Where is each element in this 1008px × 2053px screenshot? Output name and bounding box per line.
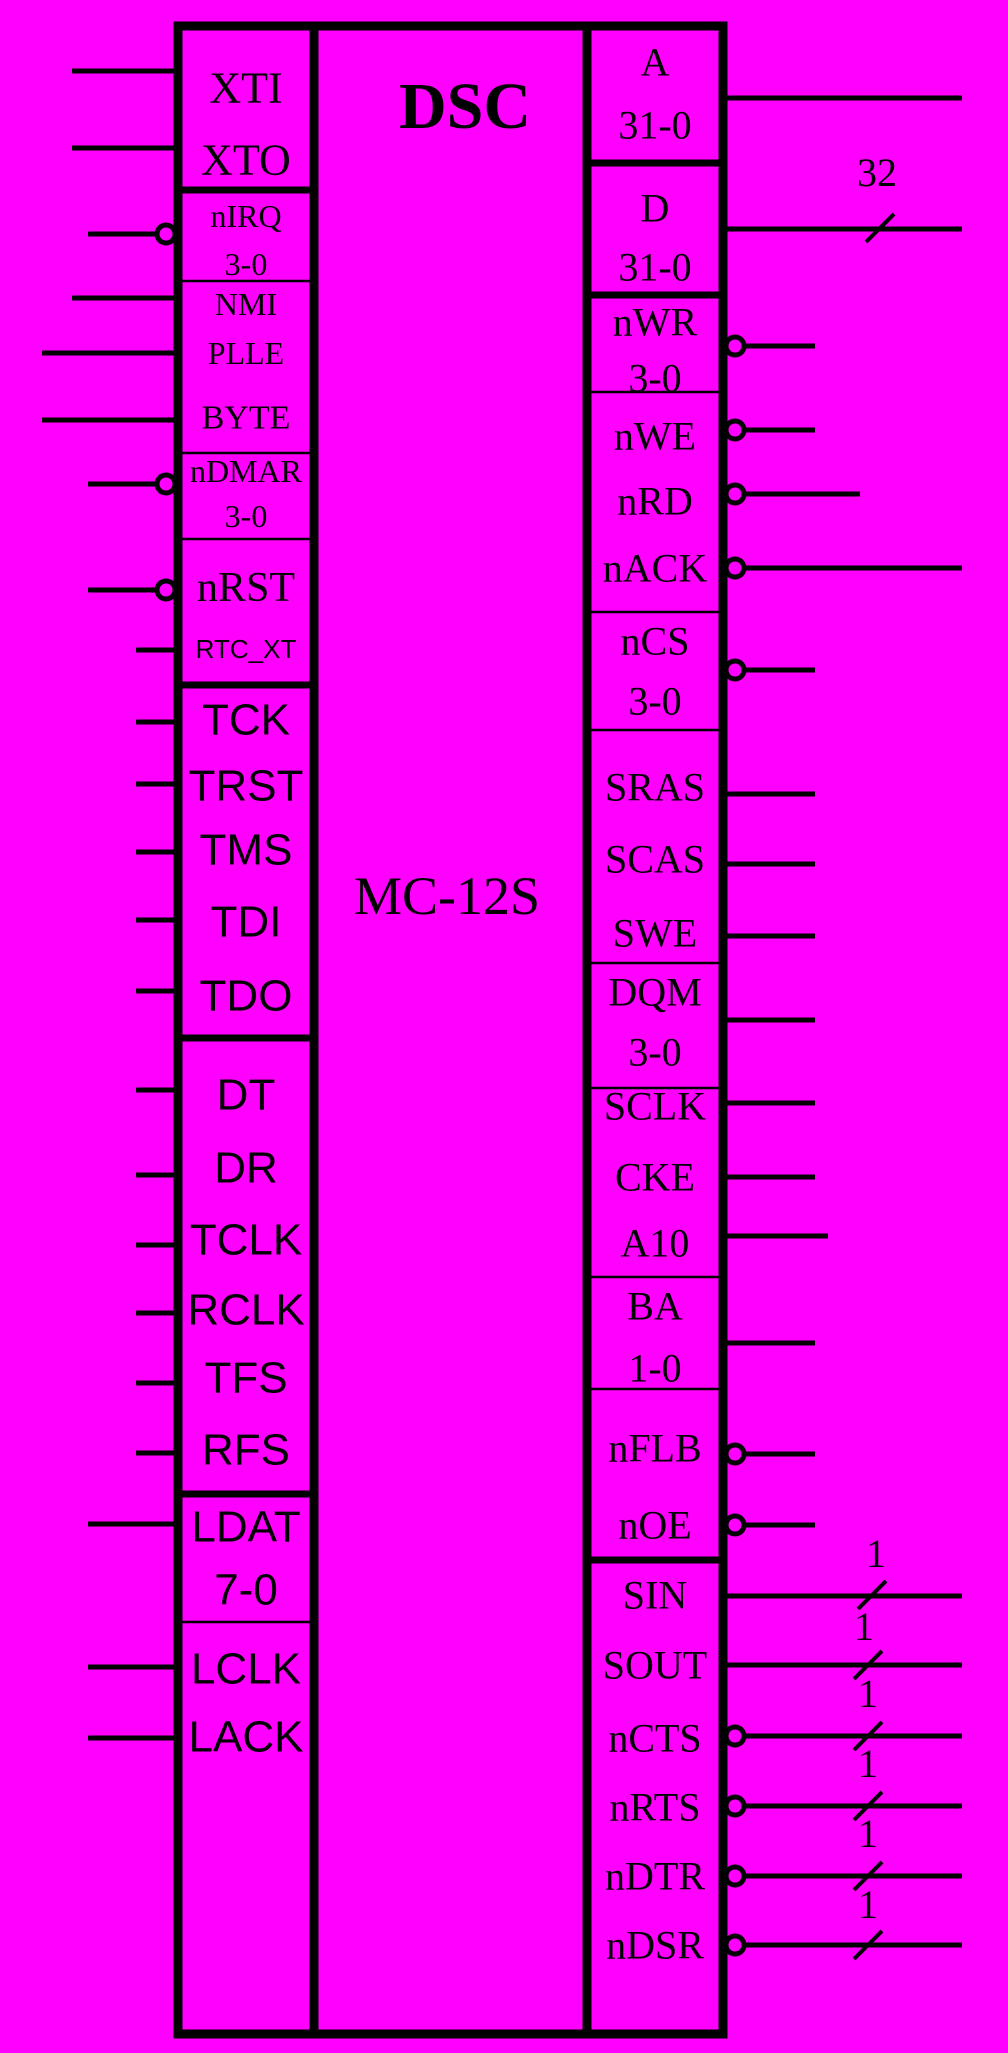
- right-pin-label-dqm: DQM: [608, 970, 701, 1015]
- left-pin-label-nmi: NMI: [215, 286, 277, 322]
- right-pin-label-nrd: nRD: [617, 479, 693, 524]
- chip-title: DSC: [399, 70, 531, 143]
- bus-slash-ncts: [852, 1720, 884, 1752]
- right-pin-label-sin: SIN: [623, 1573, 687, 1618]
- right-pin-label-sclk: SCLK: [604, 1084, 706, 1129]
- right-pin-label-ndsr: nDSR: [606, 1923, 704, 1968]
- right-wire-nrd-inversion-bubble: [723, 482, 747, 506]
- right-pin-label-nrts: nRTS: [610, 1785, 701, 1830]
- right-pin-label-ba: BA: [627, 1284, 683, 1329]
- right-pin-label-nflb: nFLB: [608, 1426, 701, 1471]
- right-pin-label-ncs: nCS: [621, 619, 690, 664]
- left-pin-label-3-0: 3-0: [225, 498, 268, 534]
- right-pin-label-nwr: nWR: [613, 300, 698, 345]
- right-wire-nack-inversion-bubble: [723, 556, 747, 580]
- left-wire-byte-inversion-bubble: [154, 472, 178, 496]
- bus-width-ndtr: 1: [858, 1811, 878, 1856]
- left-pin-label-tms: TMS: [200, 826, 293, 875]
- chip-outline: [173, 21, 728, 2039]
- right-pin-label-3-0: 3-0: [628, 356, 681, 401]
- cell-separators: [178, 279, 723, 1624]
- right-pin-label-nwe: nWE: [614, 414, 696, 459]
- right-pin-label-3-0: 3-0: [628, 679, 681, 724]
- left-pin-label-lclk: LCLK: [191, 1645, 301, 1694]
- right-pin-label-3-0: 3-0: [628, 1030, 681, 1075]
- chip-body: [173, 21, 728, 2039]
- left-wire-nrst-inversion-bubble: [154, 578, 178, 602]
- right-pin-label-sout: SOUT: [603, 1643, 707, 1688]
- right-wire-nwr-inversion-bubble: [723, 334, 747, 358]
- bus-width-sout: 1: [854, 1604, 874, 1649]
- right-wire-ndtr-inversion-bubble: [723, 1864, 747, 1888]
- left-pin-label-dt: DT: [217, 1071, 276, 1120]
- pin-labels: XTIXTOnIRQ3-0NMIPLLEBYTEnDMAR3-0nRSTRTC_…: [187, 40, 707, 1968]
- left-pin-label-ndmar: nDMAR: [190, 453, 303, 489]
- bus-slash-nrts: [852, 1790, 884, 1822]
- left-pin-label-nirq: nIRQ: [210, 198, 281, 234]
- right-pin-label-ndtr: nDTR: [605, 1854, 705, 1899]
- bus-width-ndsr: 1: [858, 1882, 878, 1927]
- bus-slash-sin: [856, 1579, 888, 1611]
- left-pin-label-trst: TRST: [189, 762, 304, 811]
- bus-width-sin: 1: [866, 1531, 886, 1576]
- left-pin-label-byte: BYTE: [202, 400, 291, 437]
- left-pin-label-tdo: TDO: [200, 972, 293, 1021]
- bus-slash-d: [864, 212, 896, 244]
- bus-width-labels: 32 1 1 1 1 1 1: [852, 150, 897, 1961]
- right-pin-label-swe: SWE: [613, 911, 697, 956]
- bus-slash-sout: [852, 1649, 884, 1681]
- right-pin-label-noe: nOE: [618, 1503, 691, 1548]
- left-pin-label-nrst: nRST: [197, 565, 295, 611]
- left-pin-label-ldat: LDAT: [191, 1503, 300, 1552]
- right-wire-noe-inversion-bubble: [723, 1513, 747, 1537]
- left-wire-nirq-inversion-bubble: [154, 222, 178, 246]
- left-pin-label-7-0: 7-0: [214, 1566, 278, 1615]
- left-pin-label-dr: DR: [214, 1144, 278, 1193]
- left-pin-label-tclk: TCLK: [190, 1216, 302, 1265]
- right-pin-label-a: A: [641, 40, 670, 85]
- left-pin-label-xto: XTO: [201, 136, 291, 185]
- right-wire-ndsr-inversion-bubble: [723, 1933, 747, 1957]
- left-pin-label-tck: TCK: [202, 696, 290, 745]
- left-pin-label-plle: PLLE: [208, 335, 284, 371]
- bus-slash-ndsr: [852, 1929, 884, 1961]
- right-pin-label-sras: SRAS: [605, 765, 705, 810]
- chip-part-number: MC-12S: [354, 866, 540, 926]
- left-pin-label-3-0: 3-0: [225, 246, 268, 282]
- right-wire-ncts-inversion-bubble: [723, 1724, 747, 1748]
- group-separators: [178, 159, 723, 1564]
- right-pin-label-a10: A10: [621, 1221, 690, 1266]
- left-pin-label-xti: XTI: [209, 64, 282, 113]
- right-pin-label-scas: SCAS: [605, 837, 705, 882]
- right-wire-ncs-inversion-bubble: [723, 658, 747, 682]
- right-pin-label-1-0: 1-0: [628, 1346, 681, 1391]
- bus-width-nrts: 1: [858, 1741, 878, 1786]
- left-pin-label-rclk: RCLK: [187, 1286, 304, 1335]
- left-pin-label-lack: LACK: [189, 1713, 304, 1762]
- right-wire-nrts-inversion-bubble: [723, 1794, 747, 1818]
- right-wire-nflb-inversion-bubble: [723, 1442, 747, 1466]
- left-pin-label-rfs: RFS: [202, 1426, 290, 1475]
- left-pin-label-rtc-xt: RTC_XT: [196, 634, 297, 664]
- right-pin-label-31-0: 31-0: [618, 103, 691, 148]
- left-pin-label-tdi: TDI: [211, 898, 282, 947]
- right-wire-nwe-inversion-bubble: [723, 418, 747, 442]
- right-pin-label-d: D: [641, 186, 670, 231]
- bus-width-d: 32: [857, 150, 897, 195]
- right-pin-label-ncts: nCTS: [608, 1716, 701, 1761]
- bus-slash-ndtr: [852, 1860, 884, 1892]
- bus-width-ncts: 1: [858, 1671, 878, 1716]
- right-pin-label-nack: nACK: [603, 546, 708, 591]
- right-pin-label-cke: CKE: [615, 1155, 695, 1200]
- pin-wires: [42, 68, 963, 1957]
- left-pin-label-tfs: TFS: [204, 1354, 287, 1403]
- right-pin-label-31-0: 31-0: [618, 245, 691, 290]
